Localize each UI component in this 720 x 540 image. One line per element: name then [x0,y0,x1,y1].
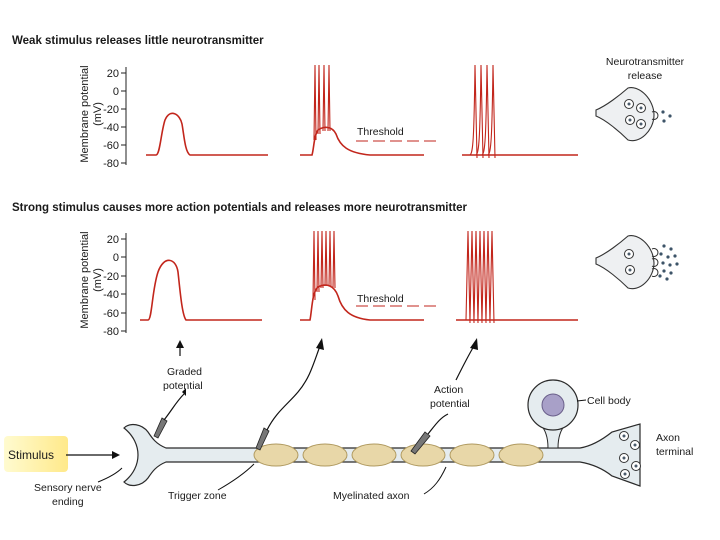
threshold-label-strong: Threshold [357,293,404,305]
neurotransmitter-release-weak: Neurotransmitter release [595,56,685,142]
cell-body-label: Cell body [587,395,632,407]
axon-terminal-label-line1: Axon [656,432,680,444]
trigger-zone-label: Trigger zone [168,490,227,502]
action-potential-electrode: Action potential [410,338,478,455]
y-axis-strong: Membrane potential (mV) 20 0 -20 -40 -60… [79,231,127,338]
release-label-line2: release [628,70,663,82]
graded-potential-trace-weak [146,112,268,156]
fusing-vesicle-icon [651,111,659,120]
y-axis-label-strong: Membrane potential [79,231,91,328]
y-tick: -20 [103,271,119,283]
y-tick: -40 [103,122,119,134]
release-label-line1: Neurotransmitter [606,56,685,68]
stimulus-label: Stimulus [8,448,54,462]
recording-electrode-icon [153,417,168,439]
action-potential-trace-weak [462,64,578,159]
y-tick: -40 [103,289,119,301]
y-axis-weak: Membrane potential (mV) 20 0 -20 -40 -60… [79,65,127,170]
graded-potential-trace-strong [140,259,262,321]
trigger-zone-electrode [255,338,324,451]
y-tick: -60 [103,308,119,320]
fusing-vesicle-icon [651,268,659,277]
heading-weak: Weak stimulus releases little neurotrans… [12,35,264,47]
y-axis-label-weak: Membrane potential [79,65,91,162]
myelinated-axon [253,443,544,467]
action-potential-trace-strong [456,230,578,324]
neurotransmitter-dots-icon [658,244,679,281]
axon-terminal-bulb-strong [595,235,655,290]
graded-potential-electrode: Graded potential [153,340,203,439]
myelinated-axon-label: Myelinated axon [333,490,410,502]
y-tick: -80 [103,158,119,170]
recording-electrode-icon [410,431,431,455]
axon-terminal-bulb-weak [595,87,655,142]
neurotransmitter-dots-icon [661,110,672,123]
action-label-line2: potential [430,398,470,410]
fusing-vesicle-icon [651,258,659,267]
y-tick: 0 [113,86,119,98]
y-axis-unit-weak: (mV) [92,102,104,126]
y-tick: 20 [107,68,119,80]
recording-electrode-icon [255,427,270,451]
sensory-ending-label-line2: ending [52,496,84,508]
y-tick: 0 [113,252,119,264]
fusing-vesicle-icon [651,248,659,257]
cell-body [527,379,579,449]
sensory-ending-label-line1: Sensory nerve [34,482,102,494]
threshold-label-weak: Threshold [357,126,404,138]
graded-label-line1: Graded [167,366,202,378]
y-tick: -80 [103,326,119,338]
heading-strong: Strong stimulus causes more action poten… [12,202,468,214]
graded-label-line2: potential [163,380,203,392]
y-tick: 20 [107,234,119,246]
y-tick: -60 [103,140,119,152]
axon-terminal-label-line2: terminal [656,446,693,458]
trigger-zone-trace-weak: Threshold [300,64,436,156]
trigger-zone-trace-strong: Threshold [300,230,436,321]
neurotransmitter-release-strong [595,235,679,290]
y-tick: -20 [103,104,119,116]
y-axis-unit-strong: (mV) [92,268,104,292]
action-label-line1: Action [434,384,463,396]
stimulus-glow [4,436,68,472]
nucleus [541,393,565,417]
axon-terminal [619,431,641,479]
